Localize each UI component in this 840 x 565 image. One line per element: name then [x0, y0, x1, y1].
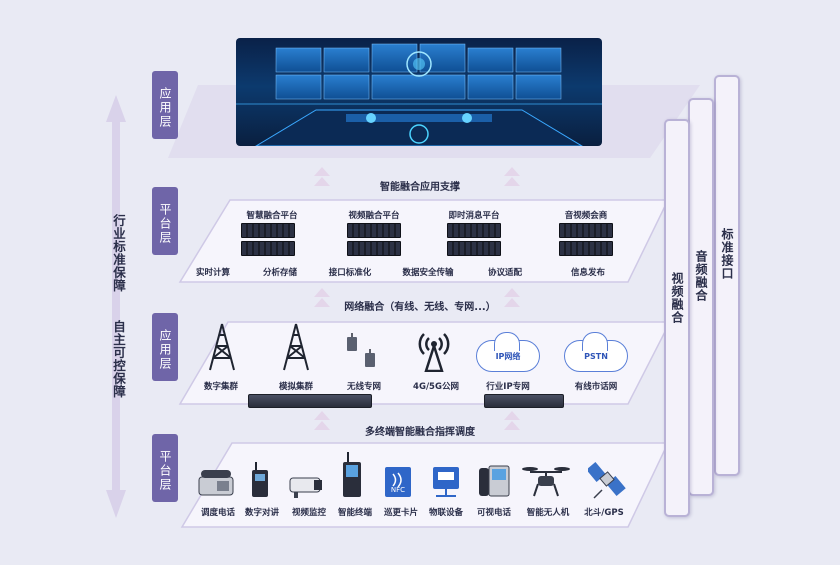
function-label: 信息发布	[570, 268, 606, 278]
terminal-item-label: 数字对讲	[244, 508, 280, 518]
nfc-card-icon: NFC	[385, 467, 411, 497]
function-label: 接口标准化	[328, 268, 372, 278]
tower-icon	[209, 323, 235, 371]
desk-phone-icon	[198, 470, 234, 496]
pillar-standard-interface	[714, 75, 740, 476]
terminal-item-label: 巡更卡片	[383, 508, 419, 518]
platform-name: 即时消息平台	[448, 211, 500, 221]
server-icon	[347, 223, 401, 256]
pillar-video-fusion	[664, 119, 690, 517]
cloud-icon: PSTN	[564, 332, 628, 372]
network-item-label: 行业IP专网	[486, 382, 530, 392]
standard-guarantee-note: 行业标准保障	[111, 214, 126, 292]
radio-relay-icon	[347, 333, 375, 367]
terminal-item-label: 可视电话	[476, 508, 512, 518]
platform-name: 视频融合平台	[348, 211, 400, 221]
function-label: 实时计算	[195, 268, 231, 278]
camera-icon	[289, 477, 322, 498]
tag-app-layer-mid: 应用层	[152, 313, 178, 381]
network-item-label: 模拟集群	[278, 382, 314, 392]
terminal-item-label: 智能终端	[337, 508, 373, 518]
tower-icon	[283, 323, 309, 371]
function-label: 数据安全传输	[402, 268, 454, 278]
pillar-label-video: 视频融合	[670, 272, 684, 324]
tag-platform-layer-bottom: 平台层	[152, 434, 178, 502]
autonomy-guarantee-note: 自主可控保障	[111, 320, 126, 398]
gateway-device	[248, 394, 372, 408]
platform-support-label: 智能融合应用支撑	[380, 182, 460, 193]
network-fusion-label: 网络融合（有线、无线、专网...）	[344, 302, 496, 313]
server-icon	[447, 223, 501, 256]
network-item-label: 无线专网	[346, 382, 382, 392]
server-icon	[559, 223, 613, 256]
terminal-item-label: 北斗/GPS	[584, 508, 624, 518]
drone-icon	[522, 467, 570, 497]
control-room-image	[236, 38, 602, 146]
function-label: 分析存储	[262, 268, 298, 278]
tag-app-layer-top: 应用层	[152, 71, 178, 139]
network-item-label: 有线市话网	[574, 382, 618, 392]
terminal-dispatch-label: 多终端智能融合指挥调度	[365, 427, 475, 438]
antenna-icon	[418, 333, 450, 372]
iot-device-icon	[433, 467, 459, 497]
network-item-label: 数字集群	[203, 382, 239, 392]
pillar-label-audio: 音频融合	[694, 250, 708, 302]
video-phone-icon	[479, 465, 510, 497]
terminal-item-label: 视频监控	[291, 508, 327, 518]
network-item-label: 4G/5G公网	[413, 382, 459, 392]
gateway-device	[484, 394, 564, 408]
handheld-terminal-icon	[343, 452, 361, 497]
terminal-item-label: 智能无人机	[526, 508, 570, 518]
terminal-item-label: 物联设备	[428, 508, 464, 518]
pillar-label-interface: 标准接口	[720, 228, 734, 280]
svg-text:NFC: NFC	[391, 486, 405, 494]
terminal-item-label: 调度电话	[200, 508, 236, 518]
platform-name: 音视频会商	[564, 211, 608, 221]
cloud-icon: IP网络	[476, 332, 540, 372]
satellite-icon	[588, 462, 626, 499]
walkie-talkie-icon	[252, 462, 268, 497]
function-label: 协议适配	[487, 268, 523, 278]
platform-name: 智慧融合平台	[246, 211, 298, 221]
tag-platform-layer-top: 平台层	[152, 187, 178, 255]
server-icon	[241, 223, 295, 256]
